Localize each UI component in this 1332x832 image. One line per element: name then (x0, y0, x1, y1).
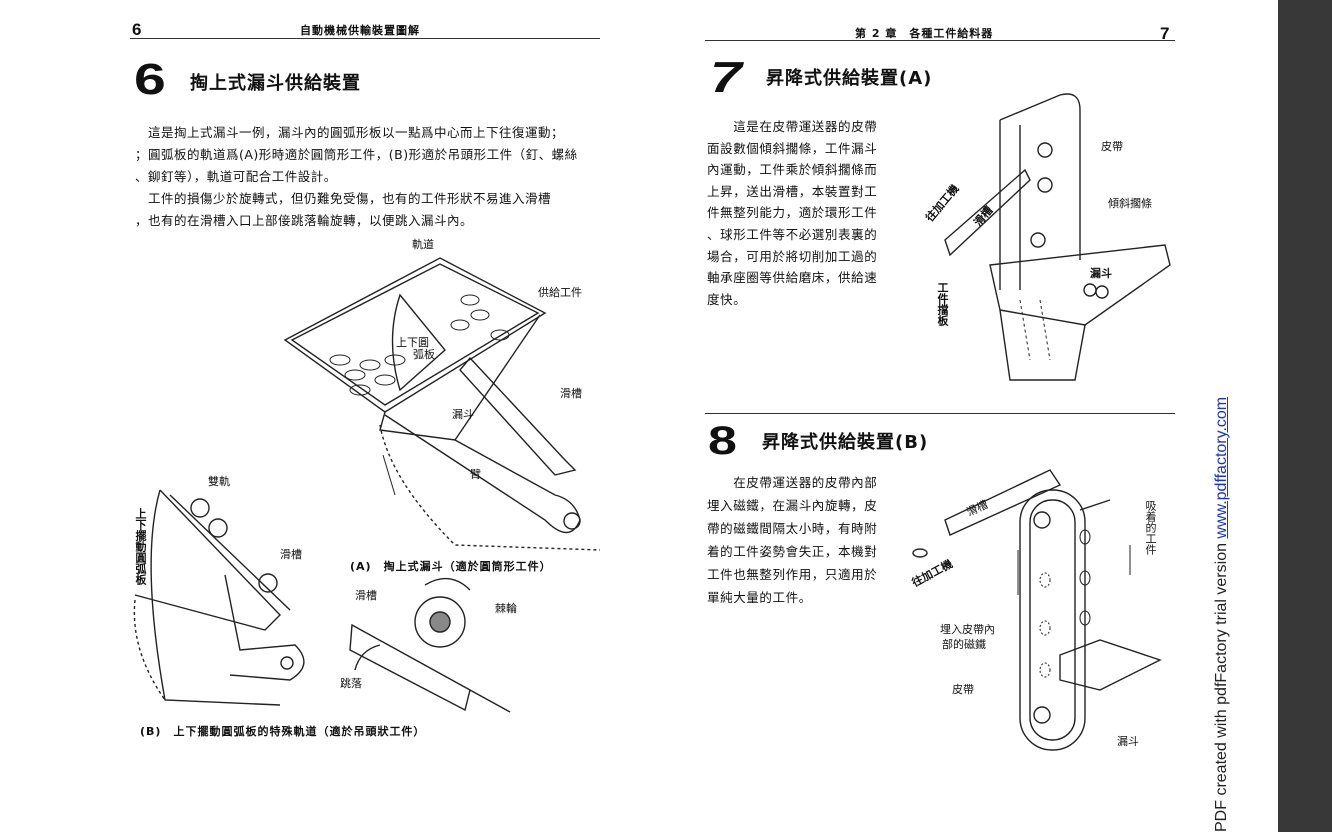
paragraph-line: 、球形工件等不必選別表裏的 (707, 226, 878, 242)
pdffactory-link[interactable]: www.pdffactory.com (1213, 396, 1230, 539)
section-7-paragraph: 這是在皮帶運送器的皮帶 面設數個傾斜擱條，工件漏斗 內運動，工件乘於傾斜擱條而 … (707, 116, 907, 310)
header-rule-right (705, 40, 1175, 41)
label-belt-7: 皮帶 (1101, 140, 1123, 153)
paragraph-line: 度快。 (707, 291, 747, 307)
paragraph-line: 工件也無整列作用，只適用於 (707, 567, 878, 582)
label-arc-plate: 上下圓 (396, 336, 429, 349)
paragraph-line: 這是在皮帶運送器的皮帶 (707, 119, 878, 134)
paragraph-line: 這是掏上式漏斗一例，漏斗內的圓弧形板以一點爲中心而上下往復運動； (135, 125, 565, 140)
running-head-left: 自動機械供輸裝置圖解 (300, 24, 420, 37)
label-chute: 滑槽 (560, 387, 582, 400)
section-number-7: 7 (710, 53, 742, 102)
label-arm: 臂 (470, 468, 481, 481)
label-swing-arc-plate: 上下擺動圓弧板 (134, 508, 147, 585)
page-number-right: 7 (1160, 24, 1170, 43)
swing-plate-figure-b (133, 489, 305, 706)
label-track: 軌道 (412, 238, 434, 251)
paragraph-line: 場合，可用於將切削加工過的 (707, 248, 878, 264)
paragraph-line: 埋入磁鐵，在漏斗內旋轉，皮 (707, 498, 878, 513)
running-head-right: 第 2 章 各種工件給料器 (855, 27, 994, 40)
paragraph-line: ，也有的在滑槽入口上部倿跳落輪旋轉，以便跳入漏斗內。 (135, 213, 474, 228)
section-6-paragraph: 這是掏上式漏斗一例，漏斗內的圓弧形板以一點爲中心而上下往復運動； ；圓弧板的軌道… (135, 122, 615, 232)
label-ratchet: 棘輪 (495, 602, 517, 615)
label-magnet: 埋入皮帶內 (940, 623, 995, 636)
header-rule-left (130, 38, 600, 39)
ratchet-figure (349, 577, 511, 713)
section-title-6: 掏上式漏斗供給裝置 (190, 73, 361, 94)
lift-conveyor-b-figure (912, 469, 1162, 751)
paragraph-line: 在皮帶運送器的皮帶內部 (707, 475, 878, 490)
label-drop: 跳落 (340, 677, 362, 690)
paragraph-line: 面設數個傾斜擱條，工件漏斗 (707, 140, 878, 156)
paragraph-line: 帶的磁鐵間隔太小時，有時附 (707, 521, 878, 536)
paragraph-line: ；圓弧板的軌道爲(A)形時適於圓筒形工件，(B)形適於吊頭形工件（釘、螺絲 (135, 147, 578, 162)
label-work-stop-plate: 工件擋板 (936, 282, 949, 326)
label-magnet-2: 部的磁鐵 (942, 638, 986, 651)
paragraph-line: 內運動，工件乘於傾斜擱條而 (707, 162, 878, 178)
pdffactory-watermark: PDF created with pdfFactory trial versio… (1213, 397, 1231, 832)
figure-b-caption: (B) 上下擺動圓弧板的特殊軌道（適於吊頭狀工件） (140, 725, 426, 738)
label-chute-b: 滑槽 (280, 548, 302, 561)
paragraph-line: 、鉚釘等），軌道可配合工件設計。 (135, 169, 337, 184)
label-inclined-bar: 傾斜擱條 (1108, 197, 1152, 210)
lift-conveyor-a-figure (944, 93, 1171, 381)
label-hopper-7: 漏斗 (1090, 267, 1112, 280)
paragraph-line: 軸承座圈等供給磨床，供給速 (707, 270, 878, 286)
label-attracted-workpiece: 吸着的工件 (1144, 500, 1157, 555)
section-number-6: 6 (134, 55, 166, 104)
label-double-rail: 雙軌 (208, 475, 230, 488)
paragraph-line: 單純大量的工件。 (707, 590, 812, 605)
label-hopper-8: 漏斗 (1117, 735, 1139, 748)
paragraph-line: 着的工件姿勢會失正，本機對 (707, 544, 878, 559)
label-chute-ratchet: 滑槽 (355, 589, 377, 602)
page-number-left: 6 (132, 20, 142, 39)
section-8-paragraph: 在皮帶運送器的皮帶內部 埋入磁鐵，在漏斗內旋轉，皮 帶的磁鐵間隔太小時，有時附 … (707, 471, 907, 609)
label-arc-plate-2: 弧板 (413, 348, 435, 361)
section-number-8: 8 (708, 419, 737, 463)
section-title-8: 昇降式供給裝置(B) (762, 432, 929, 453)
paragraph-line: 工件的損傷少於旋轉式，但仍難免受傷，也有的工件形狀不易進入滑槽 (135, 191, 552, 206)
hopper-figure-a (283, 257, 601, 551)
figure-a-caption: (A) 掏上式漏斗（適於圓筒形工件） (350, 560, 552, 573)
section-divider (705, 413, 1175, 414)
paragraph-line: 件無整列能力，適於環形工件 (707, 205, 878, 221)
label-supply-workpiece: 供給工件 (538, 286, 582, 299)
paragraph-line: 上昇，送出滑槽，本裝置對工 (707, 183, 878, 199)
label-hopper: 漏斗 (452, 408, 474, 421)
label-belt-8: 皮帶 (952, 683, 974, 696)
section-title-7: 昇降式供給裝置(A) (766, 68, 933, 89)
viewer-side-strip (1278, 0, 1332, 832)
watermark-text: PDF created with pdfFactory trial versio… (1213, 538, 1230, 832)
